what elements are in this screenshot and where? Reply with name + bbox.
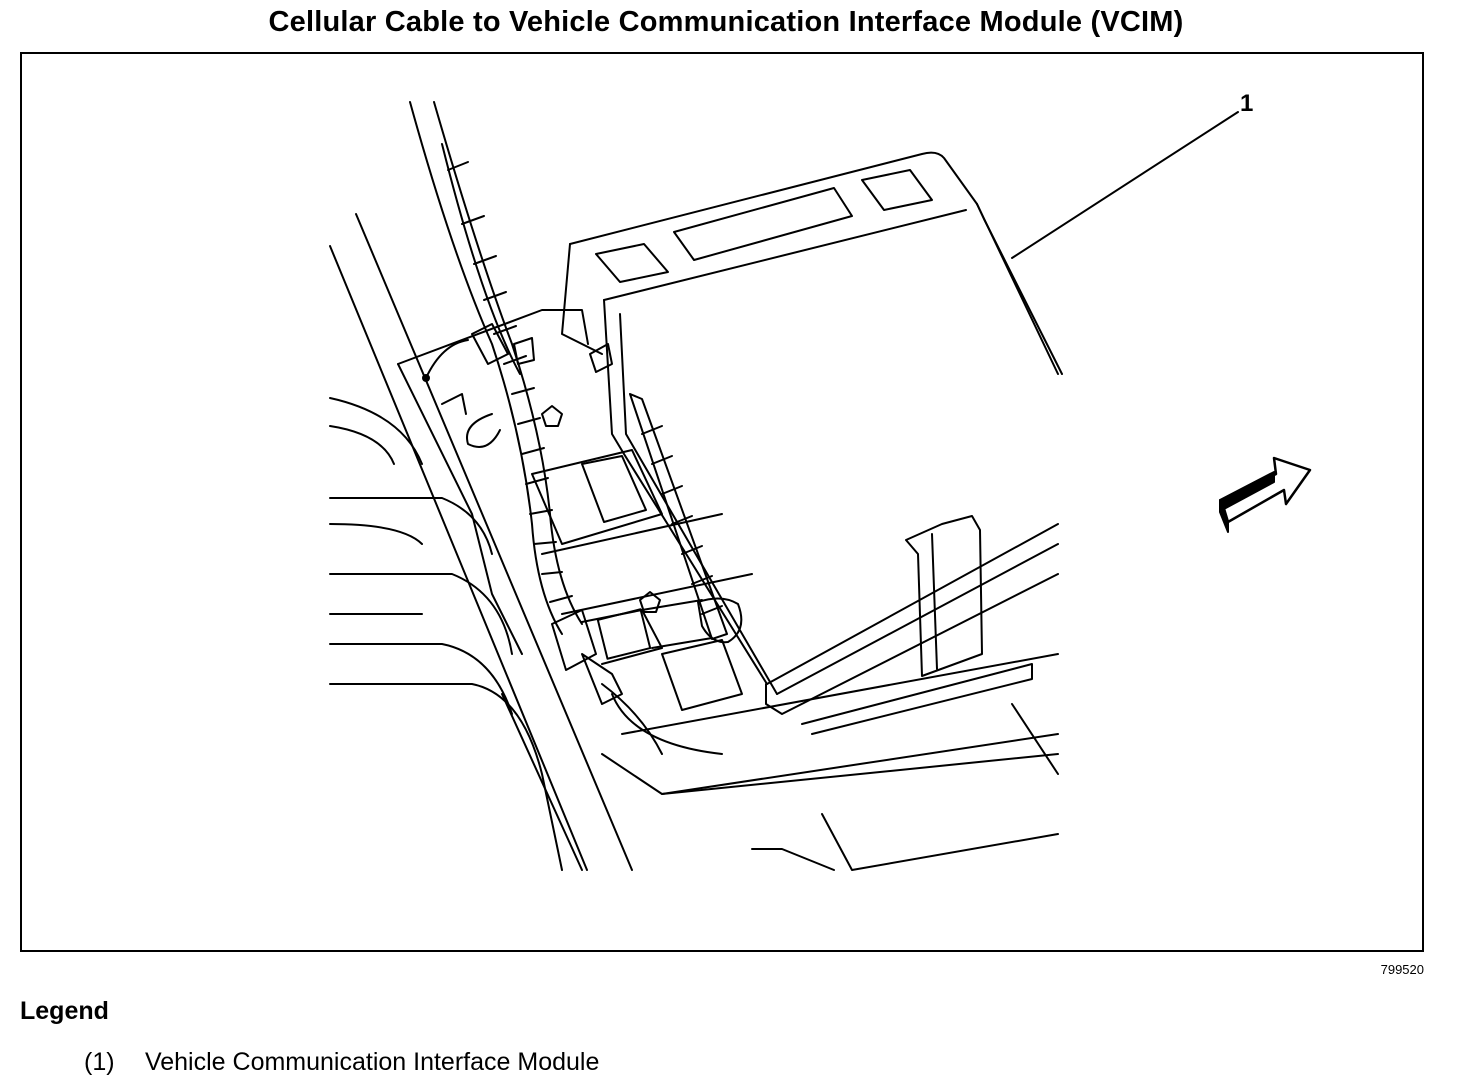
- legend-heading: Legend: [20, 997, 109, 1025]
- diagram-title: Cellular Cable to Vehicle Communication …: [268, 6, 1184, 38]
- callout-number-1: 1: [1240, 90, 1254, 117]
- floor-panel: [601, 653, 1059, 871]
- module-tray: [531, 449, 753, 711]
- figure-id: 799520: [1380, 962, 1424, 977]
- legend-item-number: (1): [84, 1048, 115, 1076]
- direction-arrow-icon: [1219, 456, 1312, 533]
- vcim-module: [561, 151, 1063, 715]
- legend-item-label: Vehicle Communication Interface Module: [144, 1048, 600, 1076]
- illustration-frame: 1: [20, 52, 1424, 952]
- body-panel-lines: [329, 213, 633, 871]
- callout-leader-line: [1011, 111, 1239, 259]
- vcim-illustration: [329, 101, 1312, 871]
- cable-clips: [422, 323, 661, 613]
- legend-item: (1) Vehicle Communication Interface Modu…: [84, 1048, 599, 1077]
- cellular-cable: [409, 101, 743, 755]
